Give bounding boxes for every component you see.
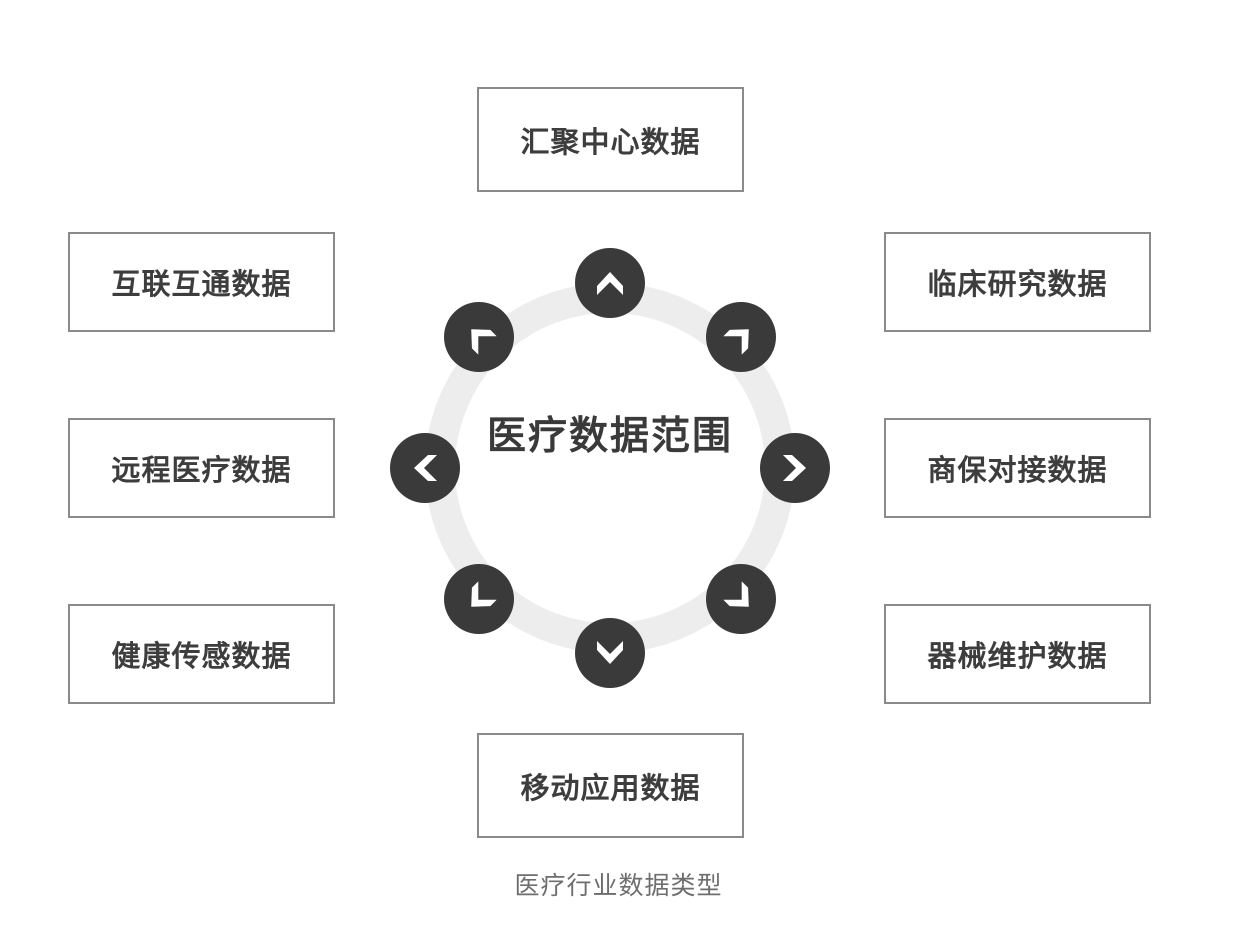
- label-box-health-sensing[interactable]: 健康传感数据: [68, 604, 335, 704]
- center-label: 医疗数据范围: [486, 414, 733, 459]
- chevron-up-left-icon[interactable]: [444, 302, 515, 373]
- label-box-text: 远程医疗数据: [111, 453, 292, 487]
- label-box-text: 互联互通数据: [111, 267, 292, 301]
- label-box-interconnection[interactable]: 互联互通数据: [68, 232, 335, 332]
- center-ring-group: 医疗数据范围: [390, 248, 830, 688]
- label-box-text: 商保对接数据: [927, 453, 1108, 487]
- figure-caption: 医疗行业数据类型: [514, 871, 723, 900]
- label-box-telemedicine[interactable]: 远程医疗数据: [68, 418, 335, 518]
- chevron-up-icon[interactable]: [575, 248, 645, 318]
- label-box-aggregation-center[interactable]: 汇聚中心数据: [477, 87, 744, 192]
- label-box-commercial-insurance[interactable]: 商保对接数据: [884, 418, 1151, 518]
- chevron-up-right-icon[interactable]: [705, 302, 776, 373]
- chevron-down-right-icon[interactable]: [705, 563, 776, 634]
- chevron-down-icon[interactable]: [575, 618, 645, 688]
- chevron-right-icon[interactable]: [760, 433, 830, 503]
- chevron-left-icon[interactable]: [390, 433, 460, 503]
- label-box-clinical-research[interactable]: 临床研究数据: [884, 232, 1151, 332]
- label-box-text: 器械维护数据: [927, 639, 1108, 673]
- label-box-text: 汇聚中心数据: [520, 124, 701, 159]
- label-box-text: 临床研究数据: [927, 267, 1108, 301]
- label-box-text: 健康传感数据: [111, 639, 292, 673]
- label-box-mobile-application[interactable]: 移动应用数据: [477, 733, 744, 838]
- label-box-text: 移动应用数据: [520, 770, 701, 805]
- chevron-down-left-icon[interactable]: [444, 563, 515, 634]
- label-box-device-maintenance[interactable]: 器械维护数据: [884, 604, 1151, 704]
